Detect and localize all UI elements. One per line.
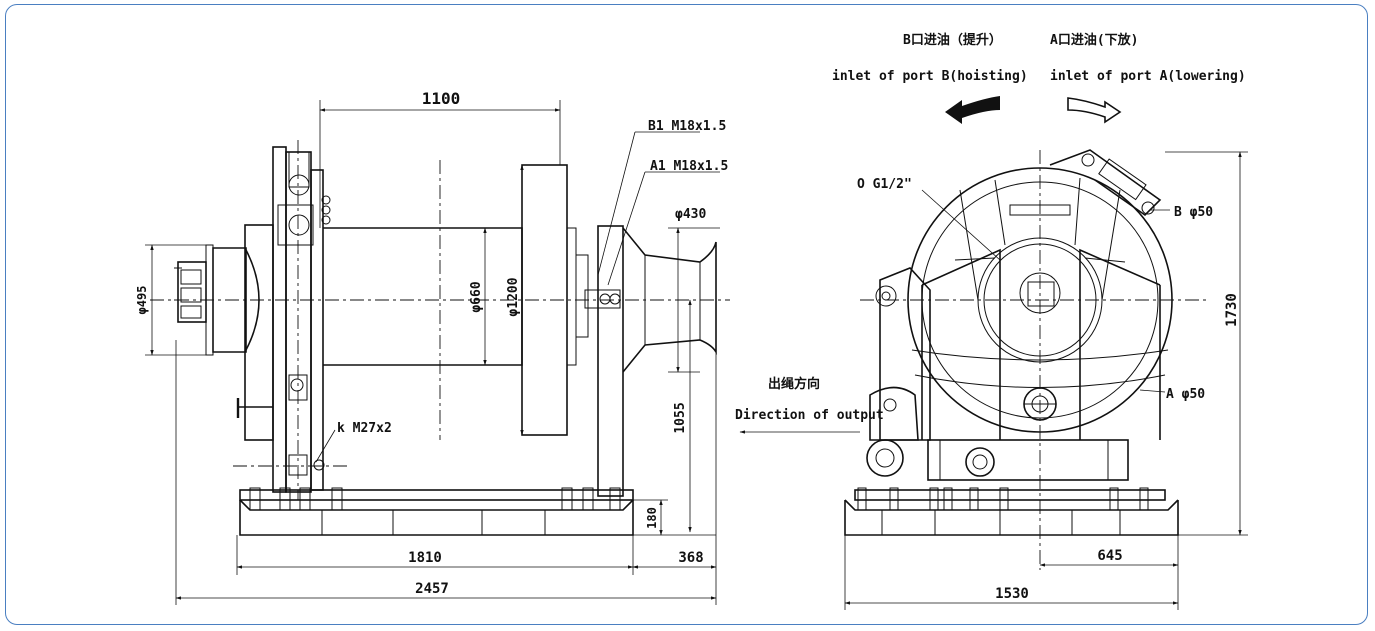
front-view: B口进油（提升） A口进油(下放) inlet of port B(hoisti… [735, 32, 1248, 610]
dim-base-height: 180 [645, 507, 659, 529]
label-port-a1: A1 M18x1.5 [650, 159, 728, 174]
lowering-arrow-icon [1067, 97, 1122, 124]
dim-half-width: 645 [1097, 548, 1122, 564]
label-a-inlet-en: inlet of port A(lowering) [1050, 69, 1246, 84]
dim-height: 1055 [673, 402, 688, 433]
label-dia-drum: φ660 [469, 281, 484, 312]
capstan [584, 225, 717, 497]
base-frame [239, 487, 634, 536]
label-output-en: Direction of output [735, 408, 884, 423]
hoisting-arrow-icon [945, 96, 1000, 124]
label-port-o: O G1/2" [857, 177, 912, 192]
dim-total-length: 2457 [415, 581, 449, 597]
label-dia-capstan: φ430 [675, 207, 706, 222]
label-port-b1: B1 M18x1.5 [648, 119, 726, 134]
dim-total-width: 1530 [995, 586, 1029, 602]
dim-overhang: 368 [678, 550, 703, 566]
label-output-cn: 出绳方向 [768, 376, 820, 392]
top-housing [1049, 149, 1162, 217]
label-port-k: k M27x2 [337, 421, 392, 436]
dim-total-height: 1730 [1224, 293, 1240, 327]
side-brackets [875, 248, 1161, 441]
label-b-inlet-cn: B口进油（提升） [903, 32, 1002, 48]
dim-drum-length: 1100 [422, 89, 461, 108]
gear-plate [236, 146, 331, 493]
hydraulic-cylinder [866, 386, 1129, 481]
label-dia-flange: φ1200 [506, 277, 521, 316]
front-base-frame [844, 487, 1179, 536]
label-dia-motor: φ495 [135, 286, 149, 315]
side-view: 1100 B1 M18x1.5 A1 M18x1.5 φ495 φ660 φ12… [135, 89, 730, 605]
dim-base-length: 1810 [408, 550, 442, 566]
label-a-inlet-cn: A口进油(下放) [1050, 32, 1138, 48]
label-b-inlet-en: inlet of port B(hoisting) [832, 69, 1028, 84]
label-port-b: B φ50 [1174, 205, 1213, 220]
label-port-a: A φ50 [1166, 387, 1205, 402]
drawing-frame [5, 4, 1368, 625]
